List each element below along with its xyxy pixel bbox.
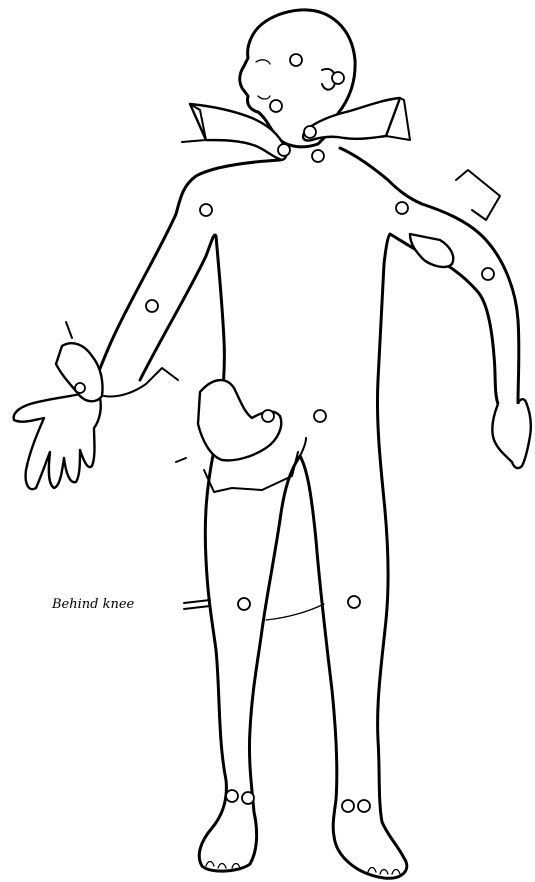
behind-knee-label: Behind knee (51, 597, 135, 612)
torso-outline (90, 148, 519, 878)
point-abdomen (314, 410, 326, 422)
pressure-points (75, 54, 494, 812)
point-left-wrist (75, 383, 85, 393)
point-behind-ear (332, 72, 344, 84)
point-right-knee-back (348, 596, 360, 608)
point-temple (290, 54, 302, 66)
point-neck-right (304, 126, 316, 138)
point-right-upper-arm (482, 268, 494, 280)
point-left-ankle-inner (226, 790, 238, 802)
left-hand (14, 392, 101, 489)
point-left-knee-back (238, 598, 250, 610)
point-right-shoulder (396, 202, 408, 214)
point-groin (262, 410, 274, 422)
right-neck-helper-hand (303, 98, 400, 141)
behind-knee-pointer (184, 600, 210, 609)
helper-hands (56, 98, 500, 492)
behind-knee-annotation: Behind knee (51, 597, 324, 620)
behind-knee-arc (266, 604, 324, 620)
inseam (300, 438, 306, 456)
point-right-ankle-outer (358, 800, 370, 812)
point-left-upper-arm (146, 300, 158, 312)
point-jaw (270, 100, 282, 112)
right-hand (492, 399, 530, 468)
point-left-shoulder (200, 204, 212, 216)
right-shoulder-helper-hand (410, 234, 453, 267)
point-left-ankle-outer (242, 792, 254, 804)
point-collarbone (312, 150, 324, 162)
point-neck-left (278, 144, 290, 156)
point-right-ankle-inner (342, 800, 354, 812)
